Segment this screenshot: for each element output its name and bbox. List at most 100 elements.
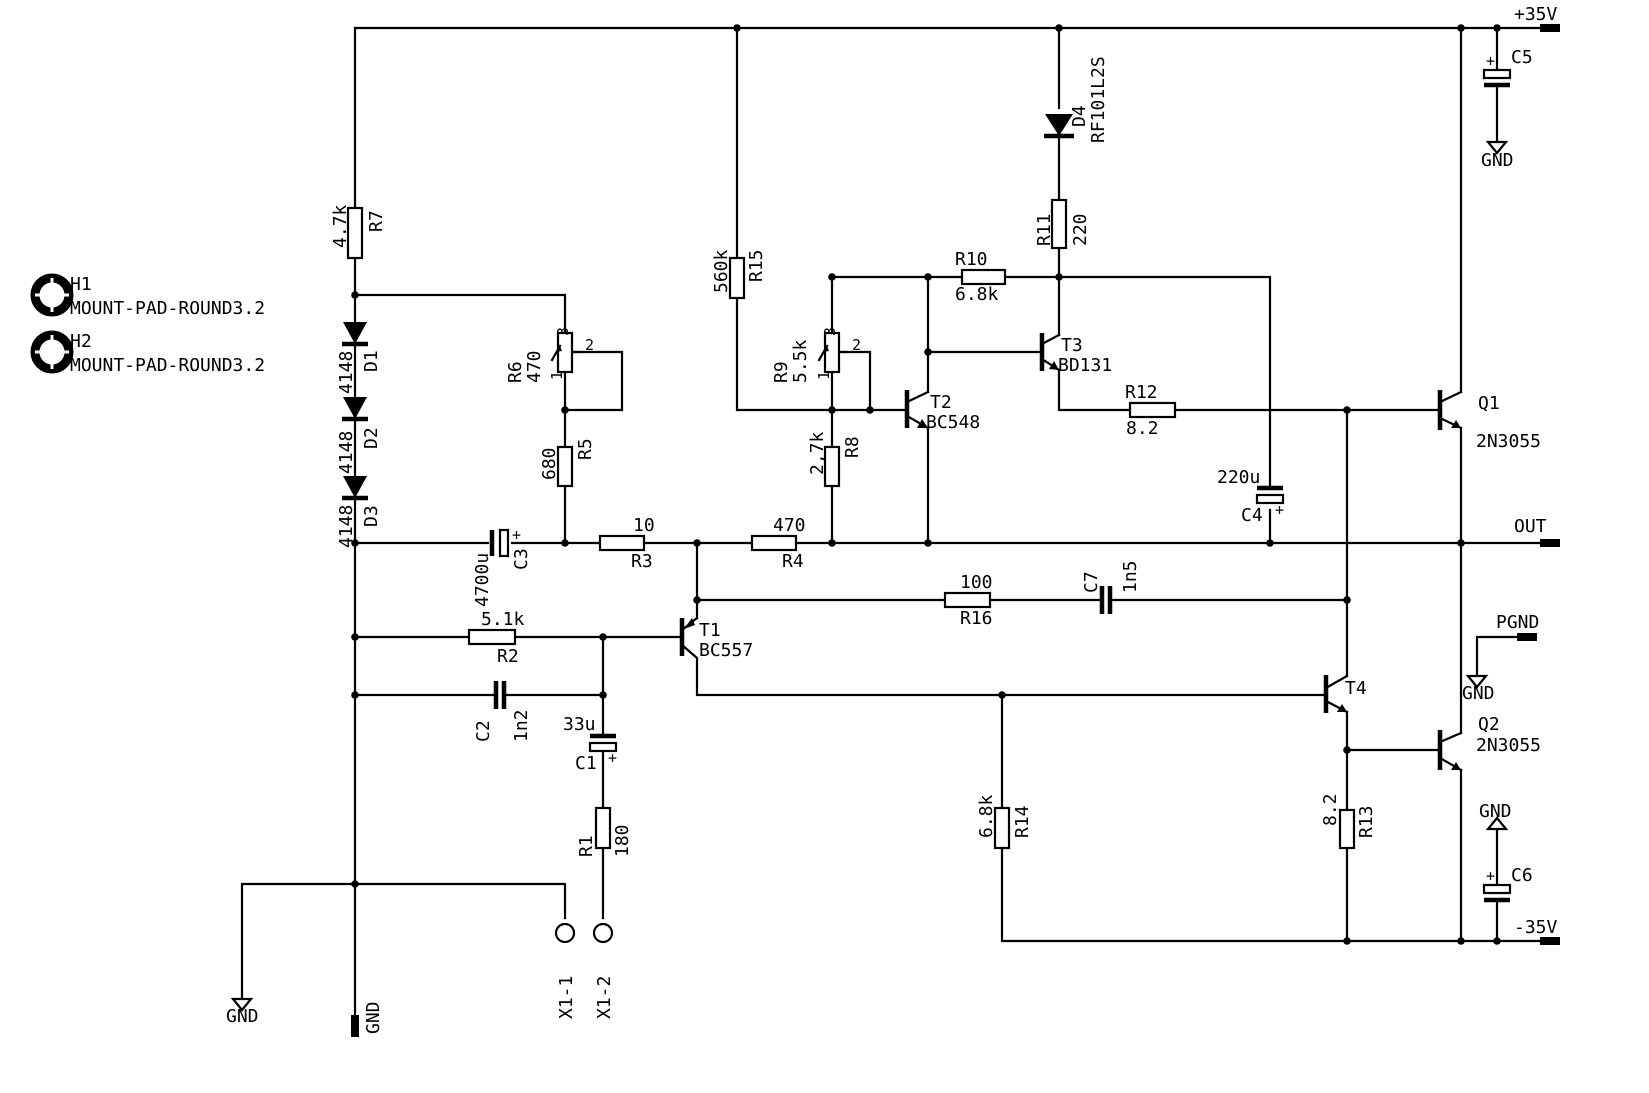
svg-text:BC548: BC548 [926, 412, 980, 433]
svg-text:470: 470 [773, 515, 806, 536]
connector-x1: X1-1 X1-2 [554, 922, 615, 1019]
gnd-symbol-pgnd: GND [1462, 674, 1495, 704]
svg-text:2: 2 [585, 336, 594, 354]
svg-text:4148: 4148 [336, 431, 357, 474]
transistor-t1: T1 BC557 [679, 598, 753, 672]
svg-text:R15: R15 [746, 249, 767, 282]
resistor-r15: 560k R15 [711, 249, 767, 300]
svg-text:RF101L2S: RF101L2S [1088, 56, 1109, 143]
svg-text:T2: T2 [930, 392, 952, 413]
svg-text:R9: R9 [771, 361, 792, 383]
svg-text:1n5: 1n5 [1120, 560, 1141, 593]
mount-pad-h2: H2 MOUNT-PAD-ROUND3.2 [30, 330, 265, 376]
junction-dot [1457, 24, 1465, 32]
svg-text:470: 470 [524, 350, 545, 383]
junction-dot [866, 406, 874, 414]
svg-text:C1: C1 [575, 753, 597, 774]
resistor-r8: 2,7k R8 [807, 431, 863, 488]
diode-d1: 4148 D1 [336, 322, 382, 394]
diode-d4: D4 RF101L2S [1044, 56, 1109, 143]
junction-dot [998, 691, 1006, 699]
svg-text:C5: C5 [1511, 47, 1533, 68]
junction-dot [924, 348, 932, 356]
capacitor-c5: + C5 [1482, 47, 1533, 88]
potentiometer-r9: 2 3 1 R9 5.5k [771, 327, 861, 383]
svg-text:1: 1 [548, 371, 566, 380]
resistor-r4: 470 R4 [750, 515, 806, 572]
svg-text:33u: 33u [563, 714, 596, 735]
resistor-r5: 680 R5 [539, 438, 596, 488]
junction-dot [561, 406, 569, 414]
gnd-net-label-bottom: GND [363, 1001, 384, 1034]
svg-text:5.5k: 5.5k [790, 339, 811, 383]
diode-d3: 4148 D3 [336, 476, 382, 548]
svg-text:+: + [512, 526, 521, 544]
junction-dot [1055, 24, 1063, 32]
resistor-r14: 6.8k R14 [976, 794, 1033, 850]
svg-text:GND: GND [363, 1001, 384, 1034]
svg-text:R10: R10 [955, 249, 988, 270]
gnd-symbol-c6: GND [1479, 801, 1512, 831]
svg-text:D3: D3 [361, 505, 382, 527]
transistor-t3: T3 BD131 [1039, 333, 1112, 376]
svg-text:4148: 4148 [336, 351, 357, 394]
transistor-q1: Q1 2N3055 [1437, 390, 1541, 452]
svg-text:2N3055: 2N3055 [1476, 431, 1541, 452]
svg-text:PGND: PGND [1496, 612, 1539, 633]
svg-text:H1: H1 [70, 274, 92, 295]
resistor-r2: 5.1k R2 [467, 609, 525, 667]
svg-text:GND: GND [1479, 801, 1512, 822]
junction-dots [351, 24, 1501, 945]
capacitor-c2: C2 1n2 [473, 681, 532, 742]
svg-text:R14: R14 [1012, 805, 1033, 838]
svg-text:+: + [1486, 52, 1495, 70]
junction-dot [599, 691, 607, 699]
svg-text:R1: R1 [576, 835, 597, 857]
potentiometer-r6: 2 3 1 R6 470 [505, 327, 594, 383]
junction-dot [351, 291, 359, 299]
svg-text:C7: C7 [1081, 571, 1102, 593]
svg-text:R7: R7 [366, 210, 387, 232]
svg-text:X1-1: X1-1 [556, 976, 577, 1019]
svg-text:+: + [1275, 501, 1284, 519]
junction-dot [561, 539, 569, 547]
junction-dot [828, 539, 836, 547]
svg-text:100: 100 [960, 572, 993, 593]
junction-dot [733, 24, 741, 32]
svg-text:2N3055: 2N3055 [1476, 735, 1541, 756]
svg-text:4148: 4148 [336, 505, 357, 548]
resistor-r10: R10 6.8k [955, 249, 1007, 305]
svg-text:T3: T3 [1061, 335, 1083, 356]
svg-text:R5: R5 [575, 438, 596, 460]
transistor-t2: T2 BC548 [904, 390, 980, 433]
svg-text:MOUNT-PAD-ROUND3.2: MOUNT-PAD-ROUND3.2 [70, 298, 265, 319]
svg-text:+: + [1486, 867, 1495, 885]
svg-text:4.7k: 4.7k [330, 204, 351, 248]
svg-text:C3: C3 [511, 548, 532, 570]
net-labels: +35V OUT PGND -35V [1496, 4, 1558, 938]
junction-dot [351, 539, 359, 547]
junction-dot [1055, 273, 1063, 281]
junction-dot [1457, 539, 1465, 547]
junction-dot [1457, 937, 1465, 945]
svg-text:6.8k: 6.8k [976, 794, 997, 838]
svg-text:R13: R13 [1356, 805, 1377, 838]
gnd-symbol-left: GND [226, 997, 259, 1027]
svg-text:MOUNT-PAD-ROUND3.2: MOUNT-PAD-ROUND3.2 [70, 355, 265, 376]
gnd-symbol-c5: GND [1481, 140, 1514, 171]
resistor-r16: 100 R16 [943, 572, 993, 629]
diode-d2: 4148 D2 [336, 397, 382, 474]
capacitor-c4: + 220u C4 [1217, 467, 1285, 526]
capacitor-c6: + C6 [1482, 865, 1533, 903]
net-terminals [351, 24, 1560, 1037]
transistor-t4: T4 [1323, 674, 1367, 714]
capacitor-c7: C7 1n5 [1081, 560, 1141, 614]
svg-text:180: 180 [612, 824, 633, 857]
svg-text:T4: T4 [1345, 678, 1367, 699]
wires [240, 26, 1542, 1017]
svg-text:R6: R6 [505, 361, 526, 383]
svg-text:560k: 560k [711, 249, 732, 293]
junction-dot [828, 273, 836, 281]
resistor-r12: R12 8.2 [1125, 382, 1177, 439]
